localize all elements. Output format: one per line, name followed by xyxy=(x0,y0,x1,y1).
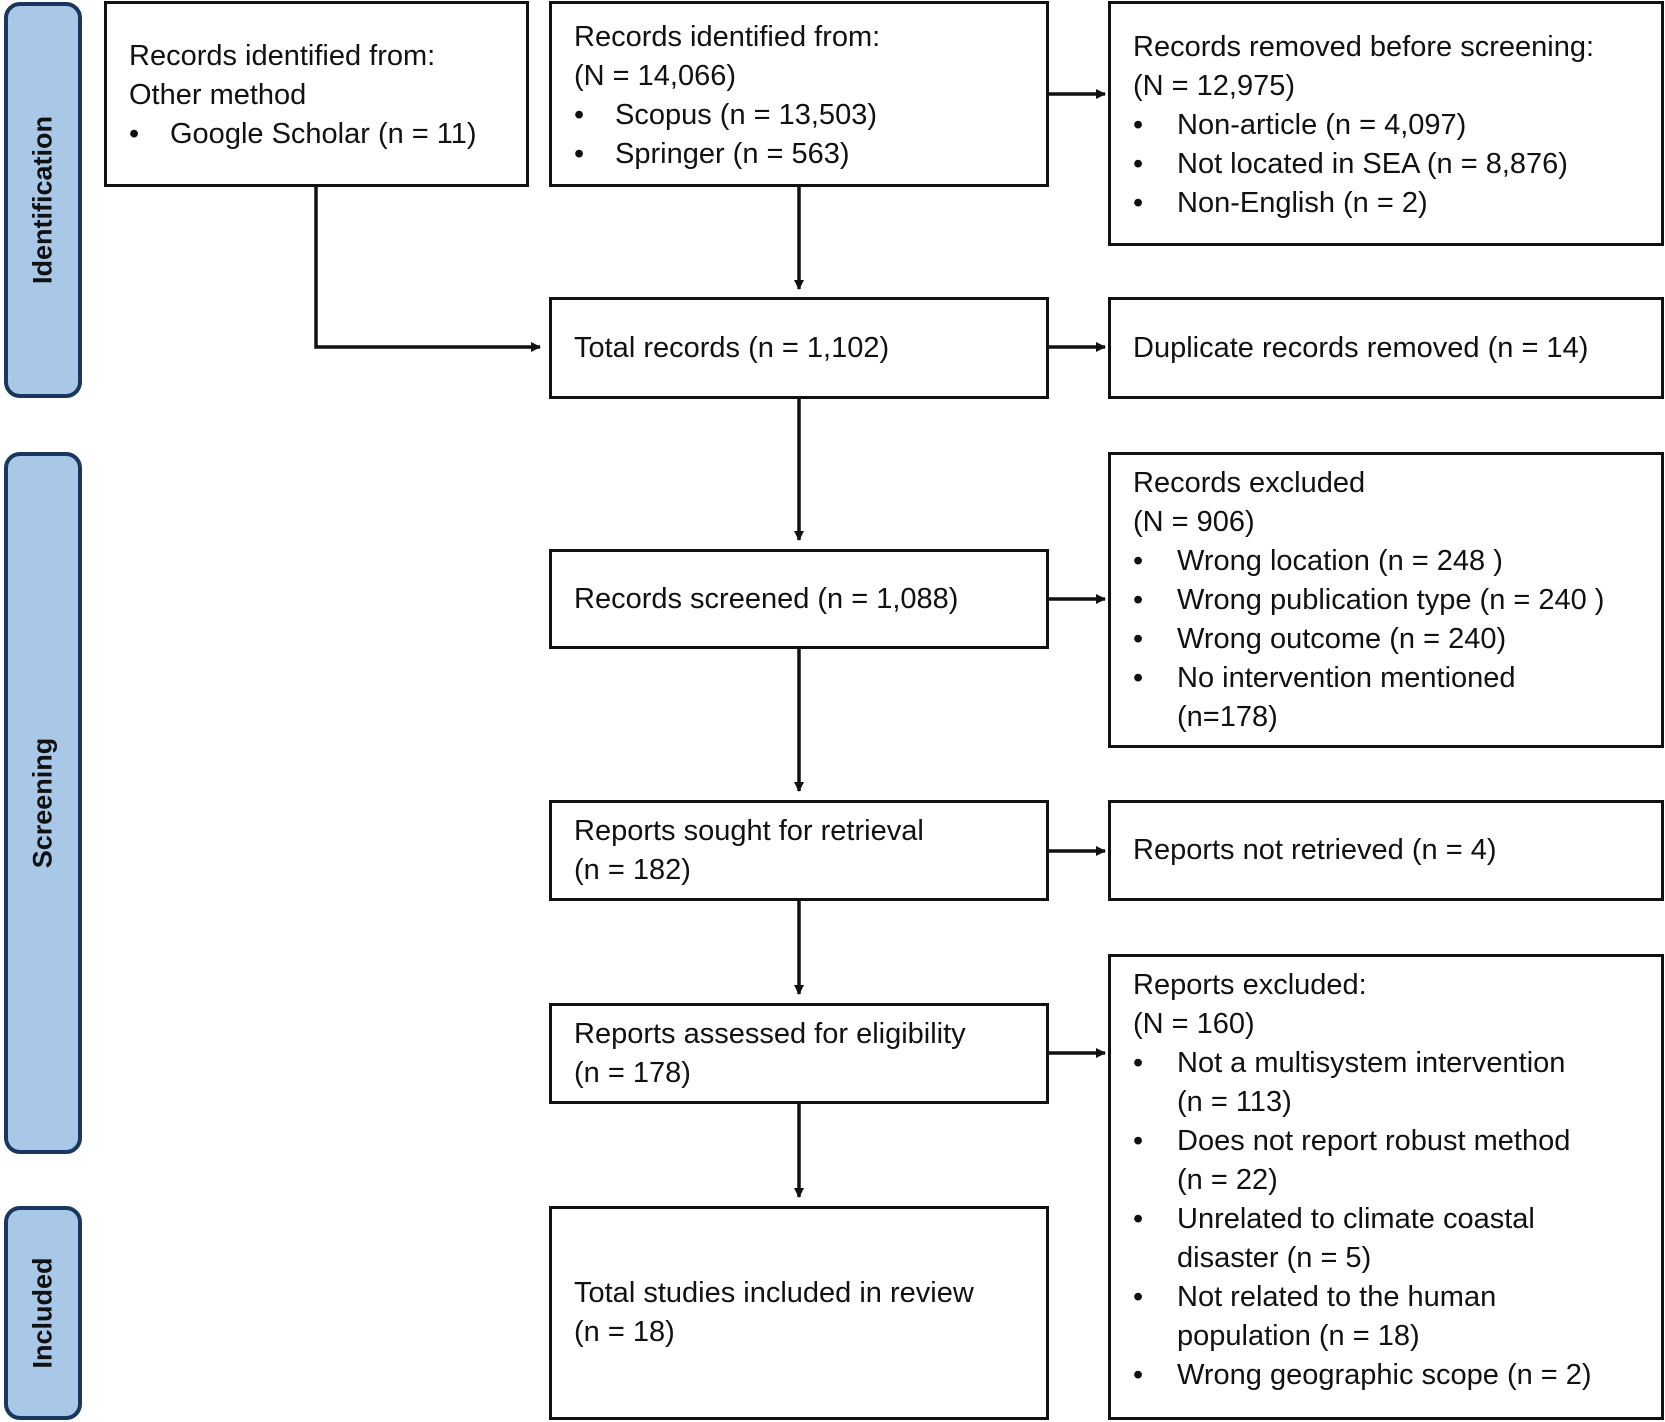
records-excluded-count: (N = 906) xyxy=(1133,506,1255,538)
included-title: Total studies included in review xyxy=(574,1277,974,1309)
box-records-screened: Records screened (n = 1,088) xyxy=(549,549,1049,649)
assessed-title: Reports assessed for eligibility xyxy=(574,1017,966,1050)
reports-excluded-count: (N = 160) xyxy=(1133,1008,1255,1040)
other-method-title: Records identified from: xyxy=(129,40,436,72)
list-item: Not located in SEA (n = 8,876) xyxy=(1133,145,1639,184)
box-reports-not-retrieved: Reports not retrieved (n = 4) xyxy=(1108,800,1664,901)
databases-title: Records identified from: xyxy=(574,21,881,53)
box-databases: Records identified from: (N = 14,066) Sc… xyxy=(549,1,1049,187)
box-removed-before-screening: Records removed before screening: (N = 1… xyxy=(1108,1,1664,246)
list-item: Springer (n = 563) xyxy=(574,135,1024,174)
list-item: Unrelated to climate coastal disaster (n… xyxy=(1133,1200,1639,1278)
databases-count: (N = 14,066) xyxy=(574,60,737,92)
list-item: Google Scholar (n = 11) xyxy=(129,115,504,154)
list-item: Wrong location (n = 248 ) xyxy=(1133,542,1639,581)
total-records-text: Total records (n = 1,102) xyxy=(574,331,890,364)
other-method-list: Google Scholar (n = 11) xyxy=(129,115,504,154)
list-item: Non-English (n = 2) xyxy=(1133,184,1639,223)
list-item: Does not report robust method (n = 22) xyxy=(1133,1122,1639,1200)
sought-title: Reports sought for retrieval xyxy=(574,814,924,847)
duplicates-text: Duplicate records removed (n = 14) xyxy=(1133,331,1589,364)
included-count: (n = 18) xyxy=(574,1316,675,1348)
box-duplicates-removed: Duplicate records removed (n = 14) xyxy=(1108,297,1664,399)
arrow-other-to-total xyxy=(314,185,541,352)
sought-count: (n = 182) xyxy=(574,853,691,886)
list-item: Wrong outcome (n = 240) xyxy=(1133,620,1639,659)
phase-identification: Identification xyxy=(4,2,82,398)
list-item: Wrong publication type (n = 240 ) xyxy=(1133,581,1639,620)
box-reports-excluded: Reports excluded: (N = 160) Not a multis… xyxy=(1108,954,1664,1420)
removed-title: Records removed before screening: xyxy=(1133,31,1595,63)
phase-screening: Screening xyxy=(4,452,82,1154)
phase-included: Included xyxy=(4,1206,82,1420)
removed-count: (N = 12,975) xyxy=(1133,70,1296,102)
box-studies-included: Total studies included in review (n = 18… xyxy=(549,1206,1049,1420)
databases-list: Scopus (n = 13,503) Springer (n = 563) xyxy=(574,96,1024,174)
list-item: Not a multisystem intervention (n = 113) xyxy=(1133,1044,1639,1122)
box-other-method: Records identified from: Other method Go… xyxy=(104,1,529,187)
box-reports-assessed: Reports assessed for eligibility (n = 17… xyxy=(549,1003,1049,1104)
screened-text: Records screened (n = 1,088) xyxy=(574,582,959,615)
other-method-subtitle: Other method xyxy=(129,79,307,111)
list-item: No intervention mentioned (n=178) xyxy=(1133,659,1639,737)
list-item: Non-article (n = 4,097) xyxy=(1133,106,1639,145)
reports-excluded-title: Reports excluded: xyxy=(1133,969,1367,1001)
box-records-excluded: Records excluded (N = 906) Wrong locatio… xyxy=(1108,452,1664,748)
removed-list: Non-article (n = 4,097) Not located in S… xyxy=(1133,106,1639,223)
records-excluded-title: Records excluded xyxy=(1133,467,1366,499)
box-total-records: Total records (n = 1,102) xyxy=(549,297,1049,399)
box-reports-sought: Reports sought for retrieval (n = 182) xyxy=(549,800,1049,901)
assessed-count: (n = 178) xyxy=(574,1056,691,1089)
list-item: Scopus (n = 13,503) xyxy=(574,96,1024,135)
not-retrieved-text: Reports not retrieved (n = 4) xyxy=(1133,834,1497,866)
reports-excluded-list: Not a multisystem intervention (n = 113)… xyxy=(1133,1044,1639,1395)
list-item: Not related to the human population (n =… xyxy=(1133,1278,1639,1356)
records-excluded-list: Wrong location (n = 248 ) Wrong publicat… xyxy=(1133,542,1639,737)
list-item: Wrong geographic scope (n = 2) xyxy=(1133,1356,1639,1395)
